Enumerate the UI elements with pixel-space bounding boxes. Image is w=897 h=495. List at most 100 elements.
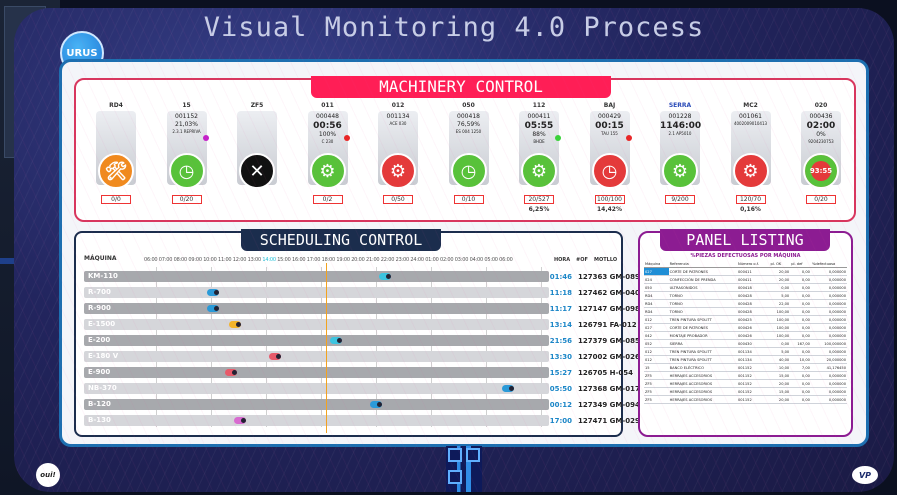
table-cell: 0,00 bbox=[790, 275, 811, 284]
machine-efficiency: 14,42% bbox=[597, 206, 622, 213]
row-order-code: 127349 GM-094 bbox=[578, 401, 640, 409]
column-header: Número o.f. bbox=[737, 261, 770, 268]
table-row[interactable]: R-900 bbox=[84, 303, 549, 314]
column-hora: HORA bbox=[554, 257, 571, 263]
schedule-bar[interactable] bbox=[268, 353, 281, 360]
machine-counter: 0/2 bbox=[312, 195, 343, 204]
table-cell: ZF5 bbox=[644, 395, 669, 404]
schedule-bar[interactable] bbox=[207, 305, 220, 312]
machine-name: 15 bbox=[182, 102, 191, 109]
grid-line bbox=[266, 267, 267, 427]
machine-order: 001134 bbox=[386, 113, 410, 120]
table-cell: 10,00 bbox=[790, 355, 811, 364]
row-time: 13:30 bbox=[549, 353, 572, 361]
table-cell: 100,00 bbox=[769, 331, 791, 340]
machine-info bbox=[237, 111, 277, 113]
table-cell: TORNO bbox=[668, 299, 738, 308]
table-cell: 024 bbox=[644, 275, 669, 284]
table-row[interactable]: E-900 bbox=[84, 367, 549, 378]
machine-counter: 0/20 bbox=[806, 195, 836, 204]
machine-pct: 21,03% bbox=[175, 121, 198, 128]
machine-counter: 0/10 bbox=[453, 195, 484, 204]
row-time: 05:50 bbox=[549, 385, 572, 393]
schedule-bar[interactable] bbox=[502, 385, 514, 392]
qr-code bbox=[446, 446, 482, 492]
table-cell: ZF5 bbox=[644, 371, 669, 380]
schedule-bar[interactable] bbox=[229, 321, 242, 328]
table-cell: 0,000000 bbox=[810, 299, 847, 308]
table-cell: 100,00 bbox=[769, 307, 791, 316]
machine-extra: 9204230753 bbox=[808, 139, 834, 144]
schedule-bar[interactable] bbox=[224, 369, 237, 376]
table-row[interactable]: E-200 bbox=[84, 335, 549, 346]
machine-card[interactable]: RD4🛠0/0 bbox=[90, 102, 142, 218]
gear-icon: ⚙ bbox=[521, 153, 557, 189]
table-row[interactable]: B-120 bbox=[84, 399, 549, 410]
table-cell: 000411 bbox=[737, 267, 770, 276]
table-row[interactable]: E-1500 bbox=[84, 319, 549, 330]
table-cell: TORNO bbox=[668, 307, 738, 316]
row-time: 11:17 bbox=[549, 305, 572, 313]
machine-name: RD4 bbox=[109, 102, 123, 109]
gear-icon: ⚙ bbox=[380, 153, 416, 189]
machine-name: 050 bbox=[462, 102, 475, 109]
machine-name: 011 bbox=[321, 102, 334, 109]
table-row[interactable]: B-130 bbox=[84, 415, 549, 426]
gear-icon: ⚙ bbox=[309, 153, 346, 189]
machine-card[interactable]: ZF5✕ bbox=[231, 102, 283, 218]
row-machine: E-200 bbox=[88, 336, 111, 344]
schedule-bar[interactable] bbox=[330, 337, 343, 344]
table-cell: 100,00 bbox=[769, 315, 791, 324]
table-row[interactable]: KM-110 bbox=[84, 271, 549, 282]
schedule-bar[interactable] bbox=[233, 417, 246, 424]
table-cell: 0,00 bbox=[790, 371, 811, 380]
table-cell: 0,00 bbox=[790, 331, 811, 340]
machine-extra: TAU 155 bbox=[601, 131, 618, 136]
schedule-bar[interactable] bbox=[370, 401, 382, 408]
row-time: 00:12 bbox=[549, 401, 572, 409]
row-machine: NB-370 bbox=[88, 384, 117, 392]
hour-scale-after: 15:00 16:00 17:00 18:00 19:00 20:00 21:0… bbox=[277, 257, 513, 263]
table-cell: RD4 bbox=[644, 291, 669, 300]
table-cell: 000428 bbox=[737, 291, 770, 300]
grid-line bbox=[211, 267, 212, 427]
grid-line bbox=[321, 267, 322, 427]
schedule-bar[interactable] bbox=[207, 289, 220, 296]
machine-efficiency: 6,25% bbox=[528, 206, 550, 213]
table-cell: 5,00 bbox=[769, 347, 791, 356]
machine-extra: ES 004 1250 bbox=[455, 129, 482, 134]
table-cell: 22,00 bbox=[769, 299, 791, 308]
row-order-code: 126705 H-054 bbox=[578, 369, 634, 377]
table-cell: 0,000000 bbox=[810, 347, 847, 356]
table-cell: 0,00 bbox=[790, 379, 811, 388]
table-cell: 167,00 bbox=[790, 339, 811, 348]
table-row[interactable]: NB-370 bbox=[84, 383, 549, 394]
table-cell: 0,000000 bbox=[810, 323, 847, 332]
row-time: 11:18 bbox=[549, 289, 572, 297]
table-row[interactable]: E-180 V bbox=[84, 351, 549, 362]
table-row[interactable]: R-700 bbox=[84, 287, 549, 298]
schedule-bar[interactable] bbox=[378, 273, 391, 280]
status-dot bbox=[343, 135, 350, 141]
